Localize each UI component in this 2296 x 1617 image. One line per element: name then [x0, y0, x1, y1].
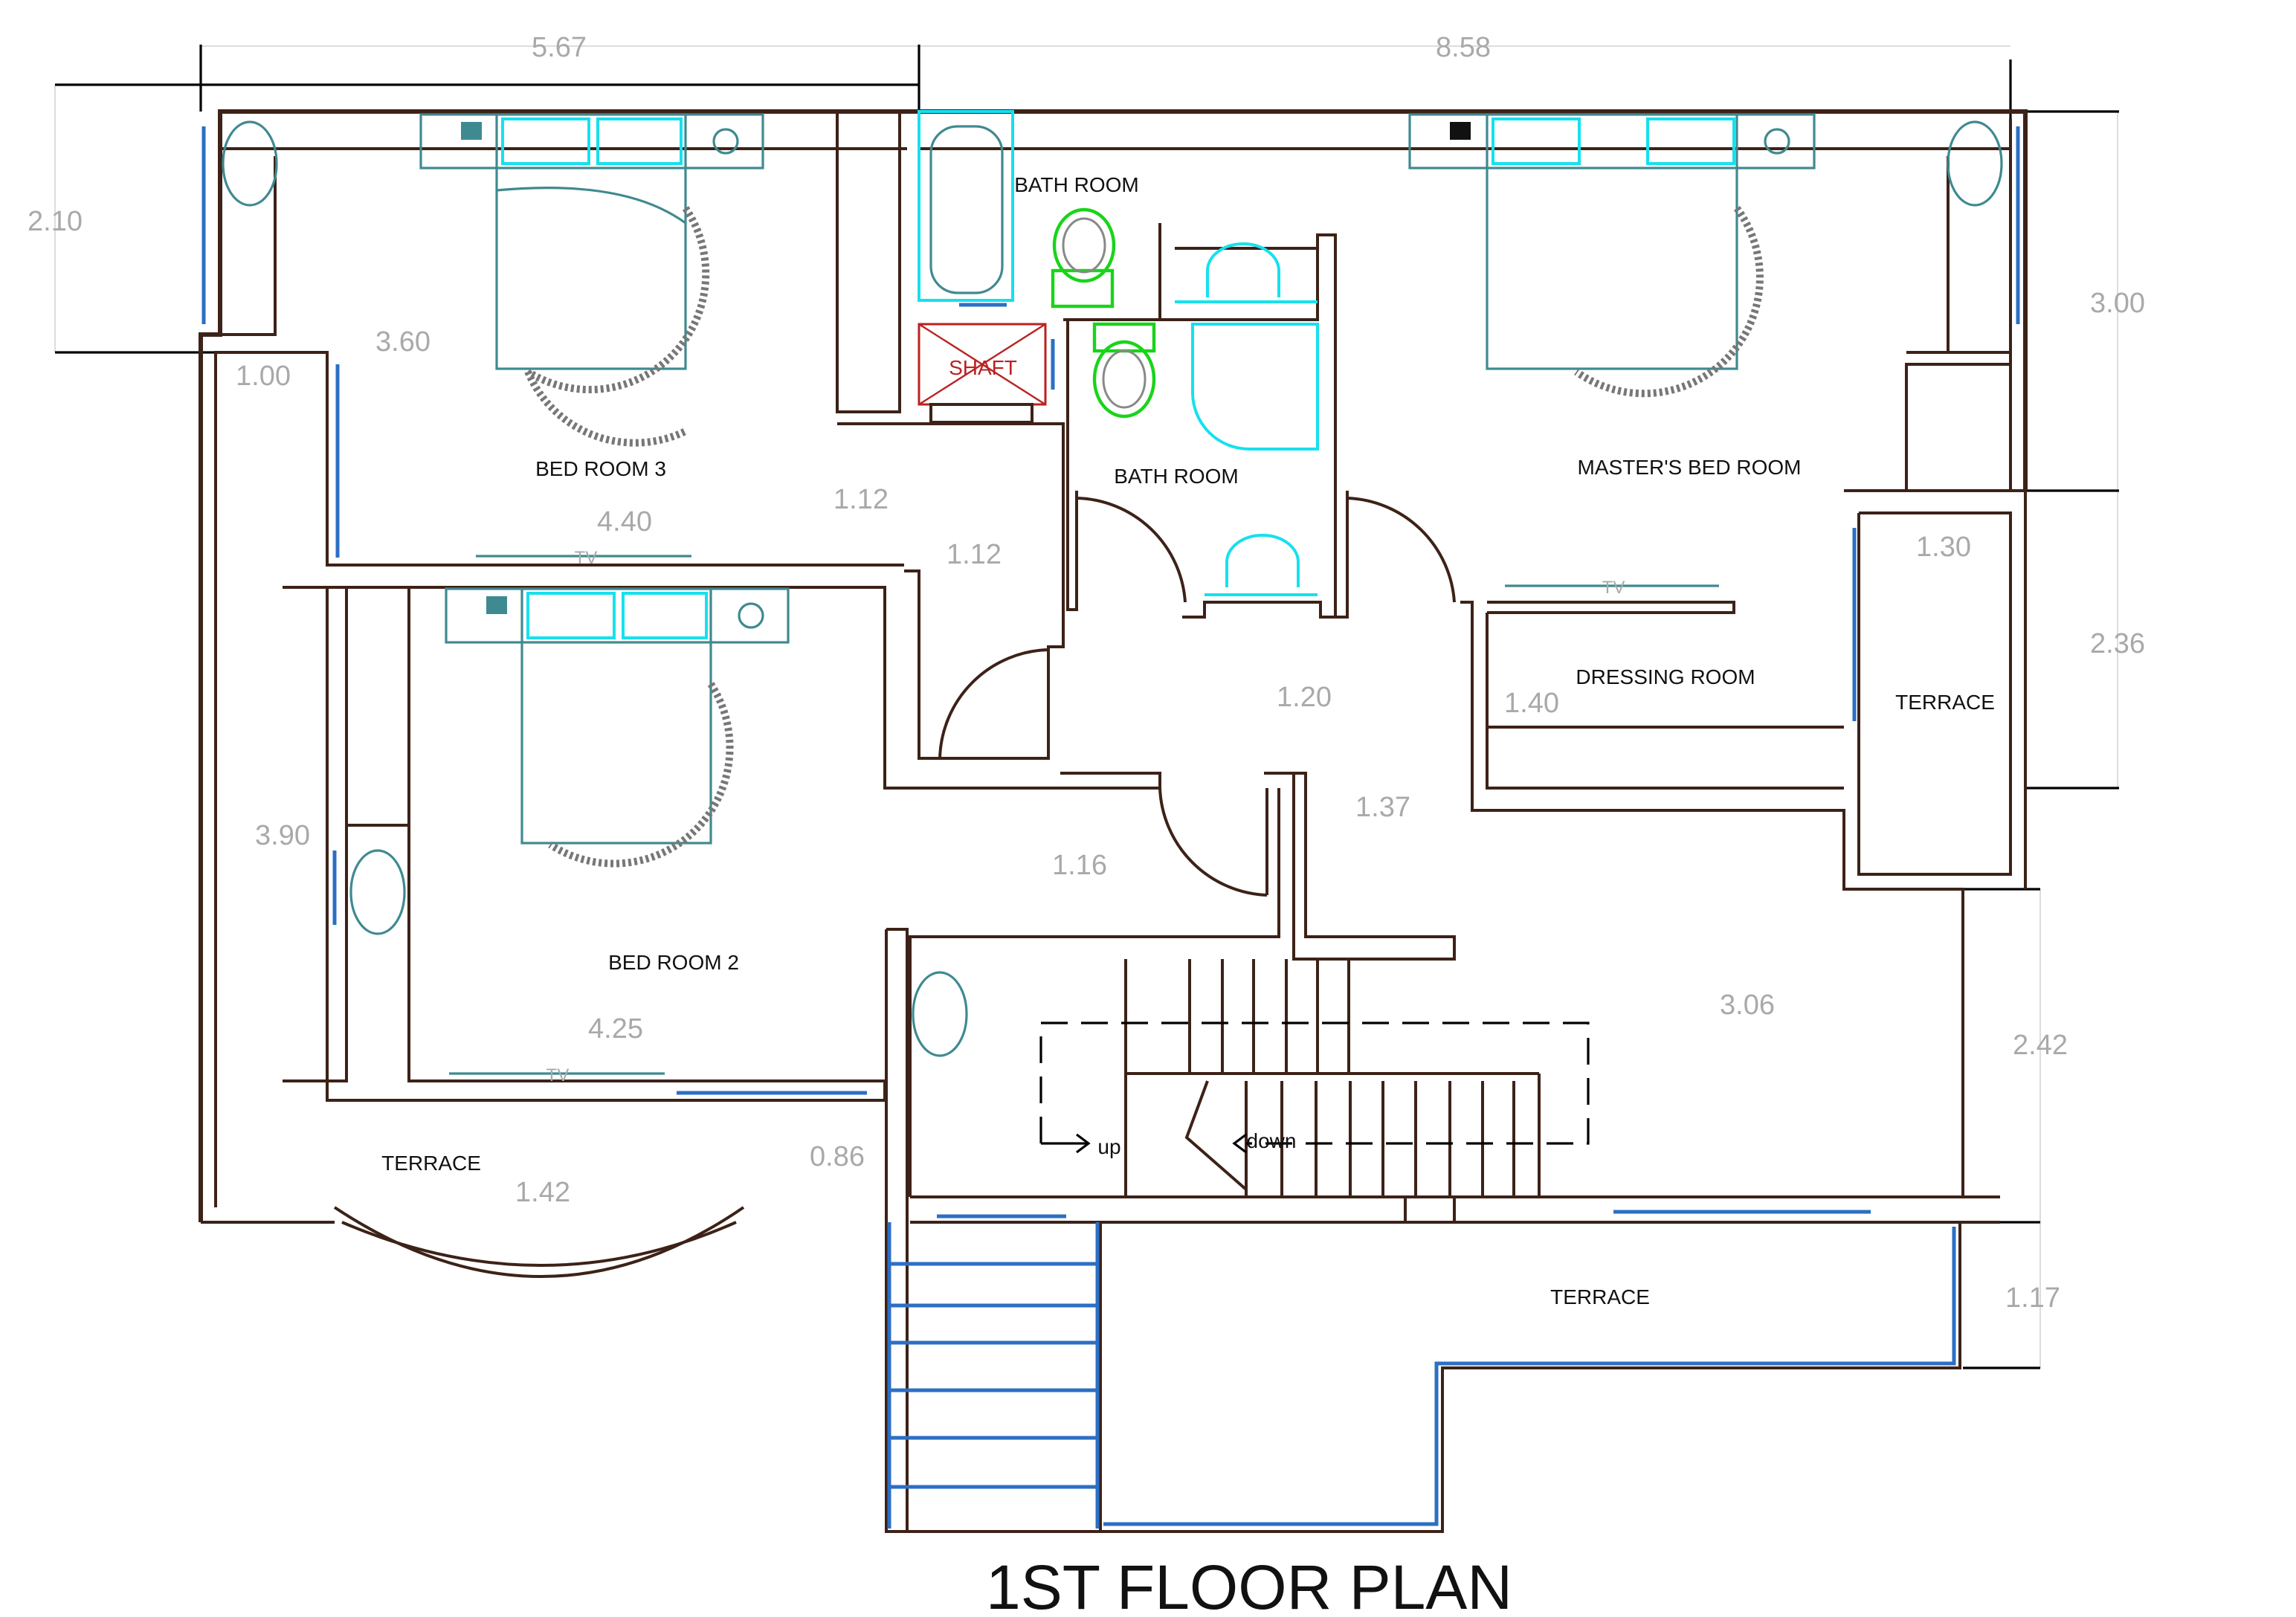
basin — [1205, 534, 1318, 596]
bathtub — [918, 110, 1014, 302]
person-icon — [912, 971, 968, 1057]
person-icon — [222, 120, 278, 207]
person-figures — [222, 120, 2003, 1057]
shaft-label: SHAFT — [949, 356, 1017, 379]
dimension: 3.00 — [2090, 288, 2145, 319]
lamp-icon — [712, 128, 739, 155]
door-swing — [938, 648, 1049, 759]
dimension: 1.00 — [236, 361, 291, 392]
bed-bed-room-2 — [445, 587, 790, 1075]
room-label: TERRACE — [1895, 691, 1995, 714]
dimension: 2.36 — [2090, 628, 2145, 659]
phone-icon — [1450, 122, 1471, 140]
stair-down-label: down — [1247, 1129, 1297, 1152]
door-swing — [1076, 497, 1187, 603]
lamp-icon — [738, 602, 764, 629]
basin — [1175, 242, 1318, 303]
shaft — [918, 323, 1047, 424]
dimension: 1.17 — [2005, 1282, 2060, 1314]
furniture — [222, 113, 2003, 1075]
dimension: 1.16 — [1052, 850, 1107, 881]
page-title: 1ST FLOOR PLAN — [986, 1552, 1512, 1617]
shower — [1191, 323, 1319, 451]
phone-icon — [486, 596, 507, 614]
bed-master — [1408, 113, 1816, 587]
staircase — [1039, 959, 1590, 1197]
bed-bed-room-3 — [419, 113, 764, 558]
room-label: MASTER'S BED ROOM — [1578, 456, 1802, 479]
lamp-icon — [1764, 128, 1790, 155]
dimension-lines — [54, 45, 2119, 1369]
room-label: TERRACE — [381, 1152, 481, 1175]
annotations: TV TV TV up down — [546, 548, 1625, 1158]
dimension: 0.86 — [810, 1141, 865, 1172]
dimension: 1.40 — [1504, 688, 1559, 719]
doors — [938, 497, 1456, 897]
dimension: 1.37 — [1355, 792, 1410, 823]
windows — [201, 126, 2020, 1529]
dimension: 8.58 — [1436, 32, 1491, 63]
phone-icon — [461, 122, 482, 140]
dimension: 1.30 — [1916, 532, 1971, 563]
room-label: BED ROOM 3 — [535, 457, 666, 480]
toilet — [1092, 322, 1156, 353]
dimension: 3.60 — [375, 326, 430, 358]
door-swing — [1158, 787, 1268, 897]
room-label: TERRACE — [1550, 1285, 1650, 1308]
dimension: 4.40 — [597, 506, 652, 538]
stair-up-label: up — [1097, 1135, 1120, 1158]
person-icon — [349, 849, 406, 935]
dimension-labels: 5.67 8.58 2.10 3.60 1.00 3.00 1.12 4.40 … — [28, 32, 2145, 1314]
dimension: 1.12 — [833, 484, 889, 515]
tv-label: TV — [575, 548, 598, 568]
room-label: DRESSING ROOM — [1576, 665, 1755, 688]
room-label: BATH ROOM — [1014, 173, 1138, 196]
room-labels: BED ROOM 3 BATH ROOM BATH ROOM MASTER'S … — [381, 173, 1995, 1308]
dimension: 5.67 — [532, 32, 587, 63]
dimension: 2.42 — [2013, 1030, 2068, 1061]
dimension: 2.10 — [28, 206, 83, 237]
toilet — [1051, 268, 1115, 309]
person-icon — [1947, 120, 2003, 207]
dimension: 1.20 — [1277, 682, 1332, 713]
dimension: 3.90 — [255, 820, 310, 851]
sanitary-fixtures — [918, 110, 1319, 596]
dimension: 1.42 — [515, 1177, 570, 1208]
tv-label: TV — [546, 1065, 570, 1085]
room-label: BED ROOM 2 — [608, 951, 739, 974]
dimension: 3.06 — [1720, 990, 1775, 1021]
dimension: 4.25 — [588, 1013, 643, 1045]
tv-label: TV — [1602, 578, 1625, 598]
dimension: 1.12 — [947, 539, 1002, 570]
walls — [199, 109, 2028, 1533]
door-swing — [1347, 497, 1456, 603]
room-label: BATH ROOM — [1114, 465, 1238, 488]
